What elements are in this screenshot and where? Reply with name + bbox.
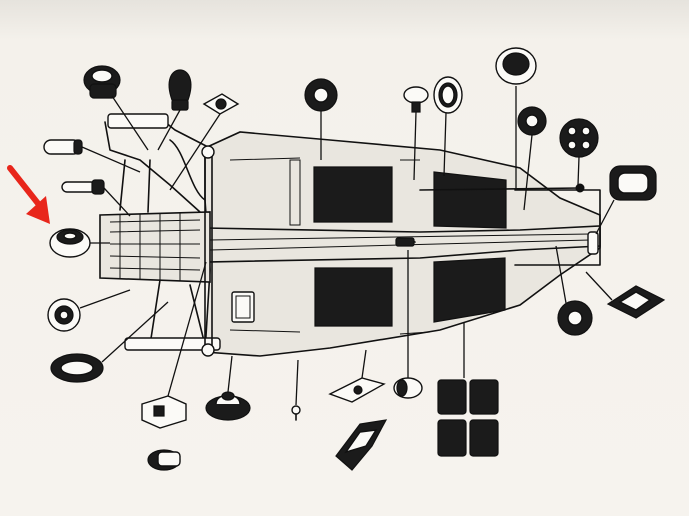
pedal-boot-oval (50, 301, 169, 383)
left-front-floor-panel (289, 159, 393, 226)
floor-mat-set (437, 322, 499, 457)
cable-grommet-left (47, 289, 131, 332)
pedal-rubber-stop (61, 179, 131, 217)
four-hole-rubber-disc (559, 118, 599, 186)
rubber-bump-stop (205, 355, 251, 421)
bumper-guide-rubber (43, 139, 141, 173)
shift-boot-top (83, 65, 149, 151)
rectangular-gasket (595, 165, 657, 235)
floor-vent (231, 291, 255, 323)
small-screw (291, 359, 301, 421)
right-rear-floor-panel (433, 257, 506, 323)
floor-plug-right (517, 106, 547, 211)
red-arrow-icon (7, 165, 50, 224)
floor-pan-assembly (99, 113, 601, 357)
shift-lever-knob-boot (157, 69, 192, 151)
square-plate-grommet (169, 93, 240, 191)
right-front-floor-panel (314, 267, 393, 327)
steering-box-grommet (49, 228, 110, 258)
left-rear-floor-panel (433, 171, 507, 229)
floor-plug-center (304, 78, 338, 160)
frame-head (99, 211, 211, 283)
seat-mount-plate (328, 349, 386, 403)
tube-grommet-large (495, 47, 537, 190)
mushroom-rivet (403, 86, 429, 181)
stepped-bracket (585, 271, 666, 319)
cylindrical-bushing (393, 250, 423, 399)
wedge-plate (335, 419, 388, 471)
battery-clamp-bracket (141, 261, 207, 429)
ring-seal (433, 76, 463, 177)
mounting-stud (147, 449, 181, 471)
floor-plug-lower-right (555, 245, 593, 336)
